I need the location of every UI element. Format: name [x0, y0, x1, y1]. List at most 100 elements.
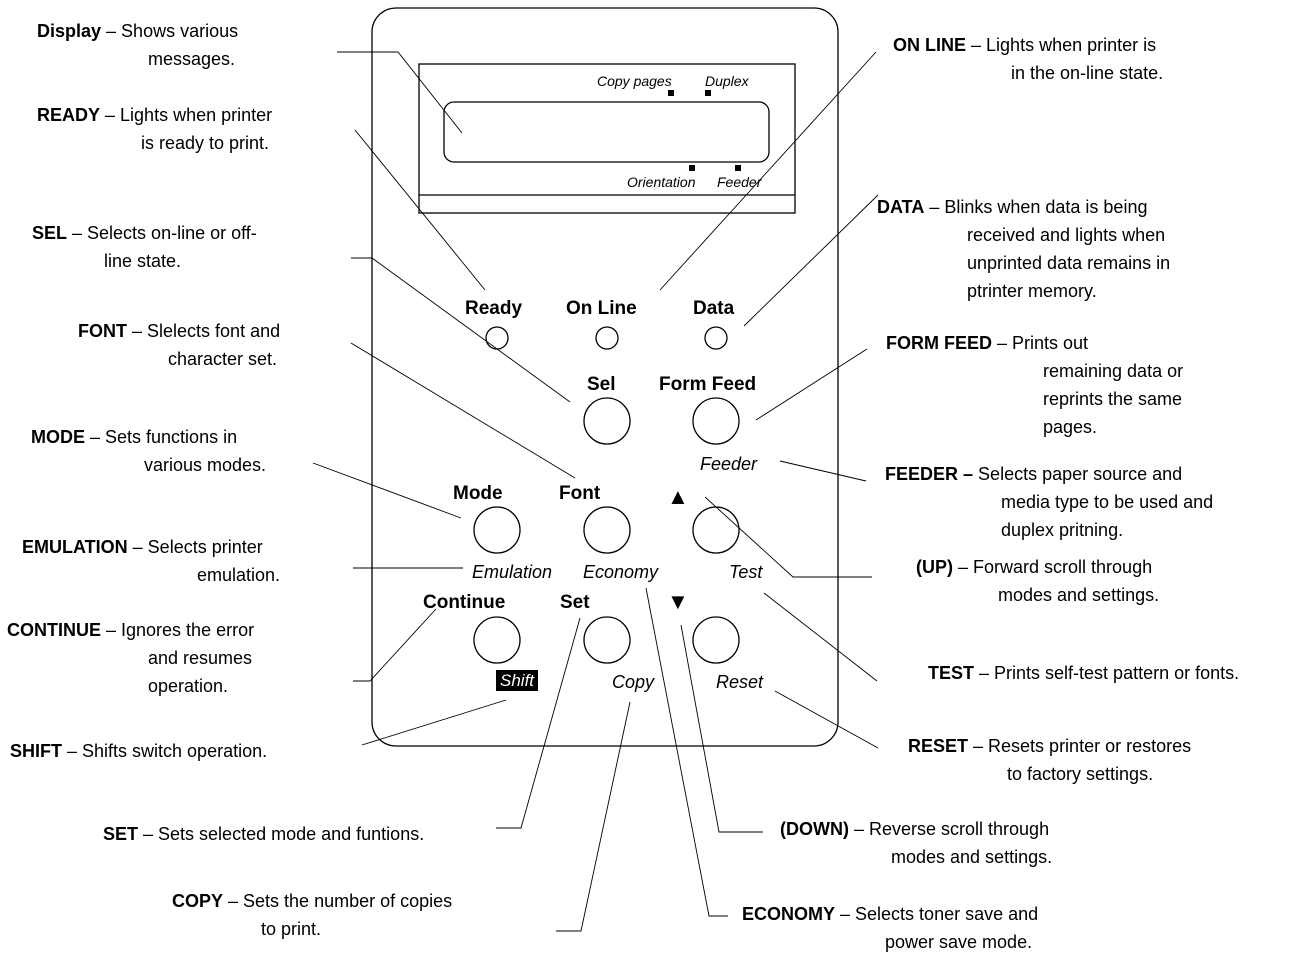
form-feed-callout-line4: pages. [1043, 417, 1098, 437]
copy-leader [556, 701, 631, 932]
callout-text: Selects on-line or off- [87, 223, 257, 243]
on-line-callout: ON LINE – Lights when printer is [893, 34, 1156, 56]
callout-key: FEEDER – [885, 464, 974, 484]
callout-text: Ignores the error [121, 620, 255, 640]
callout-sep: – [85, 427, 106, 447]
feeder-callout-line2: media type to be used and [1001, 492, 1214, 512]
mode-leader [312, 462, 462, 519]
form-feed-callout: FORM FEED – Prints out [886, 332, 1088, 354]
callout-sep: – [968, 736, 989, 756]
test-callout: TEST – Prints self-test pattern or fonts… [928, 662, 1239, 684]
callout-text: Selects printer [147, 537, 263, 557]
data-led-label: Data [693, 298, 735, 319]
set-button [583, 616, 631, 664]
form-feed-leader [755, 348, 868, 421]
callout-key: ECONOMY [742, 904, 836, 924]
continue-button-label: Continue [423, 592, 506, 613]
callout-text: Sets functions in [105, 427, 238, 447]
callout-text: Resets printer or restores [988, 736, 1192, 756]
callout-sep: – [992, 333, 1013, 353]
ready-led [485, 326, 509, 350]
reset-secondary-label: Reset [716, 672, 764, 692]
orientation-label: Orientation [627, 174, 696, 190]
callout-text: Slelects font and [147, 321, 281, 341]
data-callout: DATA – Blinks when data is being [877, 196, 1147, 218]
on-line-callout-line2: in the on-line state. [1011, 63, 1164, 83]
ready-callout: READY – Lights when printer [37, 104, 272, 126]
callout-text: Lights when printer [120, 105, 273, 125]
callout-text: Forward scroll through [973, 557, 1153, 577]
ready-callout-line2: is ready to print. [141, 133, 270, 153]
callout-sep: – [835, 904, 856, 924]
set-button-label: Set [560, 592, 590, 613]
mode-callout-line2: various modes. [144, 455, 267, 475]
callout-sep: – [101, 620, 122, 640]
font-callout-line2: character set. [168, 349, 278, 369]
set-leader [496, 617, 581, 829]
display-housing [418, 63, 796, 214]
callout-key: FONT [78, 321, 127, 341]
callout-key: Display [37, 21, 102, 41]
callout-key: SEL [32, 223, 68, 243]
up-arrow-icon: ▲ [667, 484, 689, 509]
continue-callout: CONTINUE – Ignores the error [7, 619, 254, 641]
down-leader [680, 624, 763, 833]
feeder-indicator [735, 165, 741, 171]
font-leader [350, 342, 576, 479]
callout-sep: – [924, 197, 945, 217]
form-feed-button [692, 397, 740, 445]
mode-callout: MODE – Sets functions in [31, 426, 237, 448]
callout-sep: – [223, 891, 244, 911]
economy-leader [645, 587, 728, 917]
callout-key: MODE [31, 427, 85, 447]
test-secondary-label: Test [729, 562, 763, 582]
callout-sep: – [138, 824, 159, 844]
copy-pages-indicator [668, 90, 674, 96]
sel-callout-line2: line state. [104, 251, 182, 271]
data-led [704, 326, 728, 350]
shift-leader [361, 699, 507, 746]
callout-key: EMULATION [22, 537, 128, 557]
callout-key: CONTINUE [7, 620, 101, 640]
down-callout-line2: modes and settings. [891, 847, 1053, 867]
callout-sep: – [67, 223, 88, 243]
lcd-window [443, 101, 770, 163]
up-callout-line2: modes and settings. [998, 585, 1160, 605]
mode-button [473, 506, 521, 554]
callout-sep: – [966, 35, 987, 55]
leader-lines [312, 51, 879, 932]
emulation-secondary-label: Emulation [472, 562, 553, 582]
callout-sep: – [100, 105, 121, 125]
callout-key: TEST [928, 663, 975, 683]
callout-text: Prints out [1012, 333, 1089, 353]
callout-key: (DOWN) [780, 819, 849, 839]
display-leader [337, 51, 463, 134]
up-callout: (UP) – Forward scroll through [916, 556, 1152, 578]
economy-callout: ECONOMY – Selects toner save and [742, 903, 1038, 925]
data-callout-line2: received and lights when [967, 225, 1166, 245]
duplex-indicator [705, 90, 711, 96]
on-line-led-label: On Line [566, 298, 637, 319]
callout-sep: – [62, 741, 83, 761]
sel-button-label: Sel [587, 374, 616, 395]
callout-text: Selects toner save and [855, 904, 1039, 924]
on-line-led [595, 326, 619, 350]
callout-sep: – [848, 819, 869, 839]
sel-button [583, 397, 631, 445]
feeder-indicator-label: Feeder [717, 174, 762, 190]
continue-callout-line3: operation. [148, 676, 229, 696]
callout-key: RESET [908, 736, 969, 756]
shift-callout: SHIFT – Shifts switch operation. [10, 740, 267, 762]
shift-secondary-label: Shift [496, 670, 539, 691]
economy-callout-line2: power save mode. [885, 932, 1033, 952]
copy-secondary-label: Copy [612, 672, 655, 692]
feeder-callout: FEEDER – Selects paper source and [885, 463, 1182, 485]
callout-key: (UP) [916, 557, 953, 577]
callout-text: Selects paper source and [978, 464, 1183, 484]
font-button [583, 506, 631, 554]
reset-leader [774, 690, 879, 749]
feeder-leader [779, 460, 867, 482]
callout-text: Prints self-test pattern or fonts. [994, 663, 1240, 683]
